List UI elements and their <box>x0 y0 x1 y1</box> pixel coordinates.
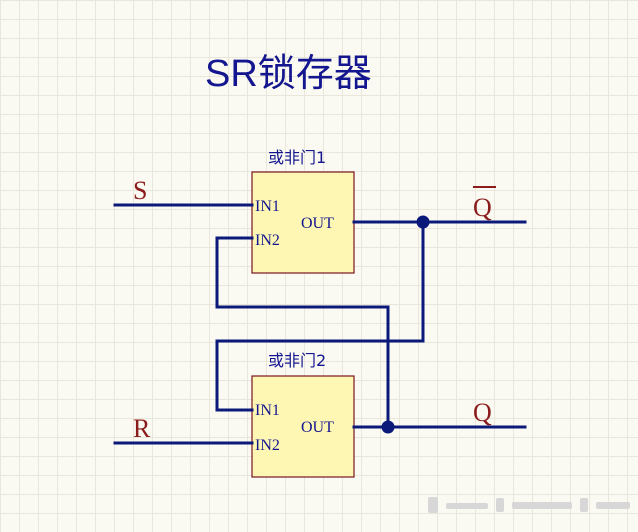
nor-gate-2-in1-label: IN1 <box>255 402 280 419</box>
net-label-s: S <box>133 176 147 205</box>
nor-gate-2[interactable]: 或非门2 IN1 IN2 OUT <box>251 351 355 478</box>
nor-gate-1-out-label: OUT <box>301 215 334 232</box>
junction-q <box>381 420 395 434</box>
watermark <box>428 497 630 513</box>
net-label-q-bar-text: Q <box>473 193 492 222</box>
net-label-q-bar: Q <box>473 186 496 222</box>
nor-gate-1[interactable]: 或非门1 IN1 IN2 OUT <box>251 148 355 274</box>
nor-gate-2-body <box>251 375 355 478</box>
net-label-r: R <box>133 414 151 443</box>
net-label-q: Q <box>473 398 492 427</box>
junction-q-bar <box>416 215 430 229</box>
wire-feedback-q-to-gate1 <box>215 236 390 429</box>
wire-feedback-qbar-to-gate2 <box>215 220 425 412</box>
nor-gate-1-in1-label: IN1 <box>255 198 280 215</box>
watermark-mark-5 <box>580 498 588 512</box>
watermark-mark-1 <box>428 497 438 513</box>
wires <box>113 203 527 445</box>
nor-gate-2-label: 或非门2 <box>268 351 326 370</box>
nor-gate-1-body <box>251 171 355 274</box>
nor-gate-2-in2-label: IN2 <box>255 437 280 454</box>
nor-gate-1-label: 或非门1 <box>268 148 326 167</box>
nor-gate-2-out-label: OUT <box>301 419 334 436</box>
watermark-mark-2 <box>446 503 488 509</box>
watermark-mark-4 <box>512 502 572 509</box>
watermark-mark-6 <box>596 502 630 509</box>
watermark-mark-3 <box>496 498 504 512</box>
nor-gate-1-in2-label: IN2 <box>255 232 280 249</box>
diagram-title: SR锁存器 <box>205 53 372 95</box>
